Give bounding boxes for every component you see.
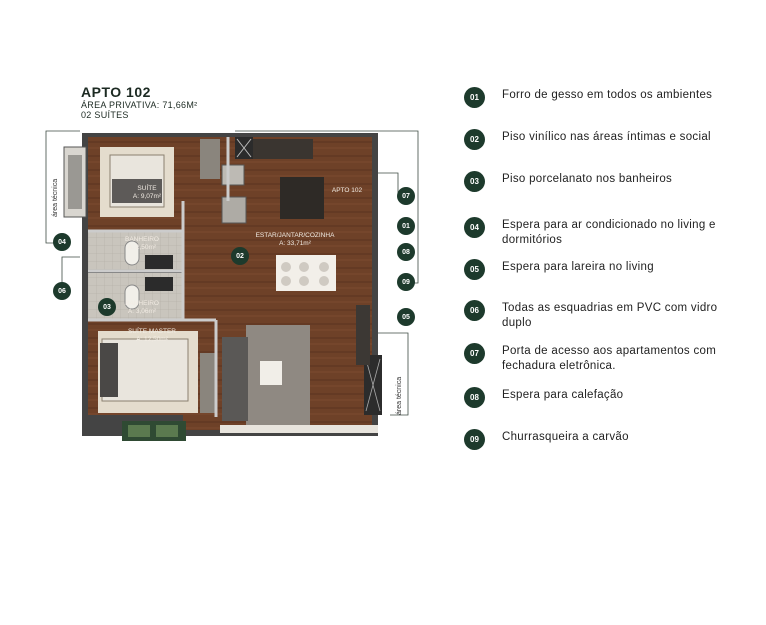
plan-marker-08: 08 [397, 243, 415, 261]
legend-number-badge: 01 [464, 87, 485, 108]
legend-text: Todas as esquadrias em PVC com vidro dup… [502, 302, 718, 329]
plan-marker-05: 05 [397, 308, 415, 326]
legend-number-badge: 02 [464, 129, 485, 150]
private-area-label: ÁREA PRIVATIVA: 71,66M² [81, 100, 198, 110]
legend-item: 06 Todas as esquadrias em PVC com vidro … [464, 300, 727, 330]
plan-marker-01: 01 [397, 217, 415, 235]
legend-item: 05 Espera para lareira no living [464, 259, 727, 280]
legend-text: Porta de acesso aos apartamentos com fec… [502, 345, 717, 372]
plan-marker-09: 09 [397, 273, 415, 291]
suites-label: 02 SUÍTES [81, 110, 129, 120]
plan-marker-04: 04 [53, 233, 71, 251]
legend-text: Churrasqueira a carvão [502, 431, 629, 443]
legend-text: Espera para ar condicionado no living e … [502, 219, 716, 246]
plan-marker-02: 02 [231, 247, 249, 265]
legend-text: Piso porcelanato nos banheiros [502, 173, 673, 185]
legend-number-badge: 08 [464, 387, 485, 408]
floor-plan-drawing [45, 130, 419, 441]
legend-number-badge: 06 [464, 300, 485, 321]
legend-item: 03 Piso porcelanato nos banheiros [464, 171, 727, 192]
legend-text: Piso vinílico nas áreas íntimas e social [502, 131, 711, 143]
legend-item: 09 Churrasqueira a carvão [464, 429, 727, 450]
legend-number-badge: 05 [464, 259, 485, 280]
technical-area-left-label: área técnica [52, 178, 59, 217]
legend-number-badge: 04 [464, 217, 485, 238]
legend-text: Forro de gesso em todos os ambientes [502, 89, 713, 101]
legend-number-badge: 07 [464, 343, 485, 364]
technical-area-right-label: área técnica [396, 376, 403, 415]
plan-marker-07: 07 [397, 187, 415, 205]
legend-item: 02 Piso vinílico nas áreas íntimas e soc… [464, 129, 727, 150]
legend-item: 01 Forro de gesso em todos os ambientes [464, 87, 727, 108]
legend-item: 04 Espera para ar condicionado no living… [464, 217, 727, 247]
legend-number-badge: 03 [464, 171, 485, 192]
legend-text: Espera para lareira no living [502, 261, 654, 273]
legend-text: Espera para calefação [502, 389, 624, 401]
legend-number-badge: 09 [464, 429, 485, 450]
apartment-title: APTO 102 [81, 84, 151, 100]
legend-item: 08 Espera para calefação [464, 387, 727, 408]
plan-marker-03: 03 [98, 298, 116, 316]
apartment-door-label: APTO 102 [331, 187, 363, 194]
legend-item: 07 Porta de acesso aos apartamentos com … [464, 343, 727, 373]
plan-marker-06: 06 [53, 282, 71, 300]
